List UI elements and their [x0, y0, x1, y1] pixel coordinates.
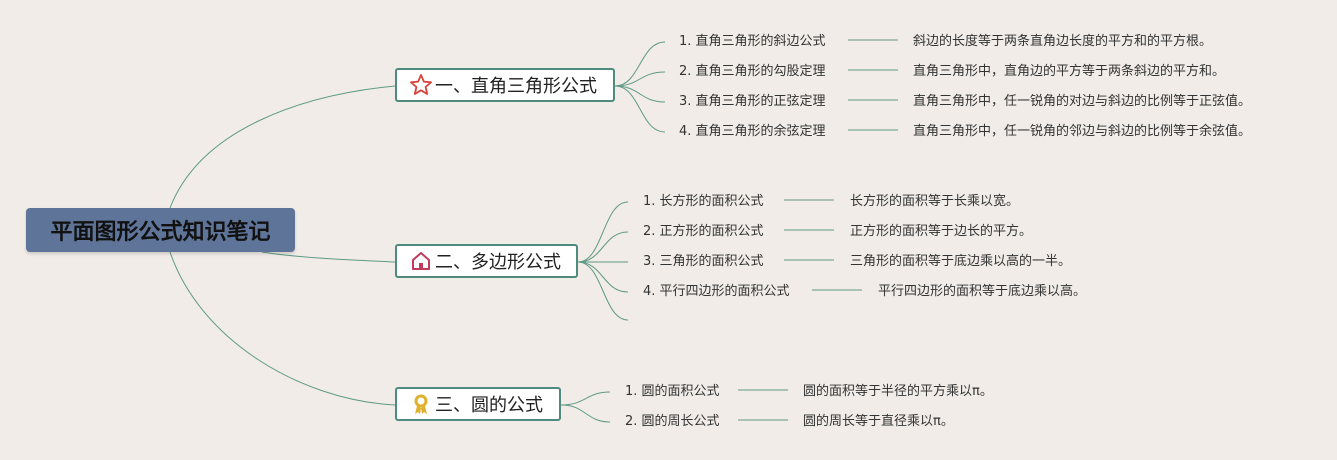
- star-icon: [409, 73, 433, 97]
- subtopic-label[interactable]: 2. 直角三角形的勾股定理: [679, 64, 826, 79]
- branch-title: 一、直角三角形公式: [435, 76, 597, 97]
- connector-b1-item-1: [614, 41, 666, 87]
- connector-root-branch-3: [169, 251, 396, 406]
- branch-title: 三、圆的公式: [435, 395, 543, 416]
- branch-right-triangle[interactable]: 一、直角三角形公式: [395, 68, 615, 102]
- subtopic-label[interactable]: 4. 直角三角形的余弦定理: [679, 124, 826, 139]
- subtopic-label[interactable]: 1. 直角三角形的斜边公式: [679, 34, 826, 49]
- subtopic-label[interactable]: 2. 正方形的面积公式: [643, 224, 764, 239]
- subtopic-description[interactable]: 三角形的面积等于底边乘以高的一半。: [850, 254, 1072, 269]
- connector-b1-item-2: [614, 71, 666, 87]
- connector-b2-item-2: [577, 231, 629, 263]
- connector-b2-item-5: [577, 261, 629, 321]
- subtopic-description[interactable]: 正方形的面积等于边长的平方。: [850, 224, 1033, 239]
- subtopic-label[interactable]: 2. 圆的周长公式: [625, 414, 720, 429]
- branch-polygon[interactable]: 二、多边形公式: [395, 244, 578, 278]
- subtopic-description[interactable]: 平行四边形的面积等于底边乘以高。: [878, 284, 1087, 299]
- connector-root-branch-2: [261, 251, 396, 263]
- subtopic-label[interactable]: 1. 长方形的面积公式: [643, 194, 764, 209]
- subtopic-label[interactable]: 4. 平行四边形的面积公式: [643, 284, 790, 299]
- branch-title: 二、多边形公式: [435, 252, 561, 273]
- subtopic-description[interactable]: 直角三角形中，任一锐角的邻边与斜边的比例等于余弦值。: [913, 124, 1252, 139]
- subtopic-label[interactable]: 1. 圆的面积公式: [625, 384, 720, 399]
- connector-b1-item-3: [614, 85, 666, 103]
- subtopic-label[interactable]: 3. 三角形的面积公式: [643, 254, 764, 269]
- subtopic-description[interactable]: 圆的周长等于直径乘以π。: [803, 414, 954, 429]
- subtopic-description[interactable]: 斜边的长度等于两条直角边长度的平方和的平方根。: [913, 34, 1213, 49]
- root-topic[interactable]: 平面图形公式知识笔记: [26, 208, 295, 252]
- connector-b1-item-4: [614, 85, 666, 133]
- subtopic-description[interactable]: 圆的面积等于半径的平方乘以π。: [803, 384, 993, 399]
- connector-b2-item-1: [577, 201, 629, 263]
- subtopic-description[interactable]: 直角三角形中，任一锐角的对边与斜边的比例等于正弦值。: [913, 94, 1252, 109]
- connector-b2-item-4: [577, 261, 629, 293]
- subtopic-description[interactable]: 长方形的面积等于长乘以宽。: [850, 194, 1020, 209]
- subtopic-description[interactable]: 直角三角形中，直角边的平方等于两条斜边的平方和。: [913, 64, 1226, 79]
- branch-circle[interactable]: 三、圆的公式: [395, 387, 561, 421]
- connector-root-branch-1: [169, 85, 396, 209]
- subtopic-label[interactable]: 3. 直角三角形的正弦定理: [679, 94, 826, 109]
- root-topic-title: 平面图形公式知识笔记: [50, 220, 271, 245]
- award-ribbon-icon: [409, 392, 433, 416]
- connector-b3-item-1: [560, 391, 611, 406]
- connector-b3-item-2: [560, 404, 611, 423]
- house-icon: [409, 249, 433, 273]
